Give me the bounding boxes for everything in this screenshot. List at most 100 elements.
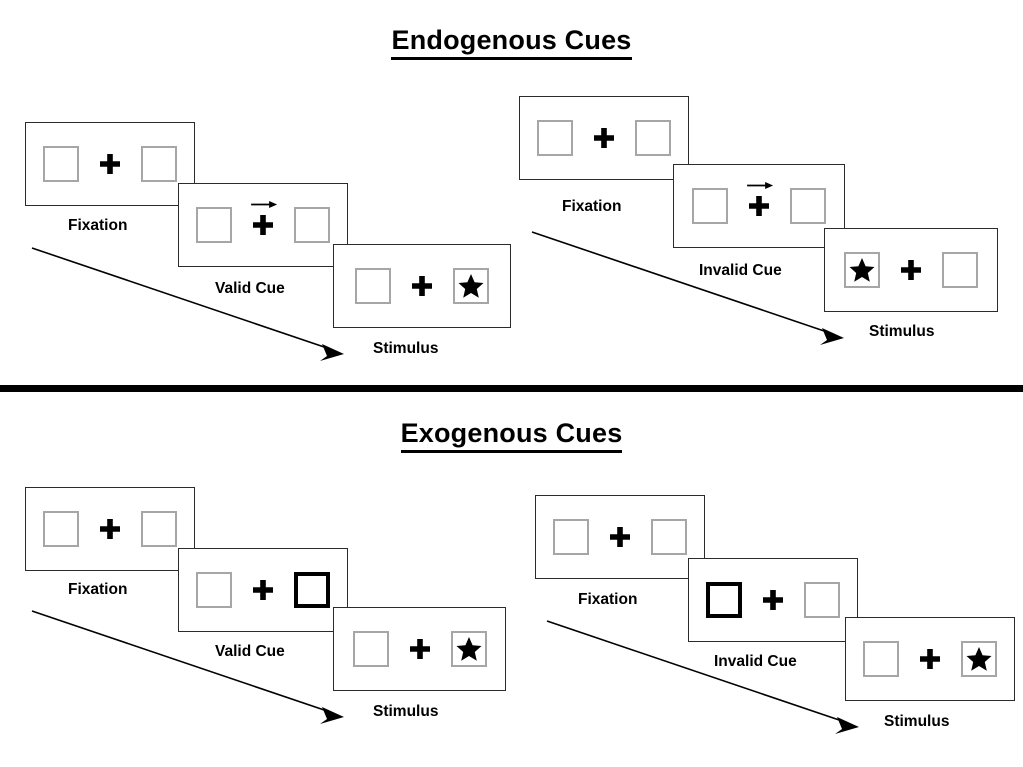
panel-content: [32, 511, 188, 547]
star-icon: [849, 258, 875, 282]
caption-text: Fixation: [68, 581, 128, 598]
center-slot: [891, 259, 931, 281]
fixation-cross-icon: [594, 128, 614, 148]
right-arrow-icon: [251, 201, 278, 208]
caption-endogenous-invalid-stimulus: Stimulus: [869, 323, 934, 341]
panel-endogenous-invalid-stimulus[interactable]: [824, 228, 998, 312]
caption-exogenous-valid-stimulus: Stimulus: [373, 703, 438, 721]
panel-exogenous-invalid-stimulus[interactable]: [845, 617, 1015, 701]
left-box-slot: [185, 572, 243, 608]
center-slot: [753, 589, 793, 611]
caption-text: Stimulus: [373, 703, 439, 720]
star-icon: [458, 274, 484, 298]
panel-exogenous-invalid-fixation[interactable]: [535, 495, 705, 579]
center-slot: [90, 153, 130, 175]
caption-exogenous-invalid-cue: Invalid Cue: [714, 653, 797, 671]
caption-text: Invalid Cue: [714, 653, 797, 670]
panel-exogenous-valid-cue[interactable]: [178, 548, 348, 632]
panel-content: [542, 519, 698, 555]
fixation-cross-icon: [901, 260, 921, 280]
panel-endogenous-valid-stimulus[interactable]: [333, 244, 511, 328]
right-box: [450, 631, 487, 667]
section-title-exogenous: Exogenous Cues: [0, 418, 1023, 453]
left-box: [43, 511, 79, 547]
section-divider: [0, 385, 1023, 392]
caption-endogenous-invalid-cue: Invalid Cue: [699, 262, 782, 280]
panel-endogenous-invalid-fixation[interactable]: [519, 96, 689, 180]
left-box: [537, 120, 573, 156]
right-box-slot: [440, 631, 498, 667]
left-box-slot: [185, 207, 243, 243]
panel-content: [833, 252, 989, 288]
left-box: [355, 268, 391, 304]
center-slot: [584, 127, 624, 149]
panel-exogenous-invalid-cue[interactable]: [688, 558, 858, 642]
left-box-slot: [695, 582, 753, 618]
caption-text: Stimulus: [884, 713, 950, 730]
fixation-cross-icon: [920, 649, 940, 669]
center-slot: [739, 182, 779, 217]
star-icon: [456, 637, 481, 661]
left-box: [43, 146, 79, 182]
right-box: [651, 519, 687, 555]
panel-endogenous-invalid-cue[interactable]: [673, 164, 845, 248]
panel-exogenous-valid-fixation[interactable]: [25, 487, 195, 571]
caption-text: Valid Cue: [215, 643, 285, 660]
right-box-slot: [130, 146, 188, 182]
caption-text: Fixation: [578, 591, 638, 608]
panel-content: [185, 572, 341, 608]
caption-text: Invalid Cue: [699, 262, 782, 279]
left-box-slot: [32, 146, 90, 182]
caption-exogenous-invalid-stimulus: Stimulus: [884, 713, 949, 731]
panel-content: [681, 182, 837, 224]
caption-endogenous-invalid-fixation: Fixation: [562, 198, 621, 216]
right-box-cued: [294, 572, 330, 608]
left-box-slot: [681, 188, 739, 224]
center-slot: [243, 579, 283, 601]
caption-exogenous-valid-cue: Valid Cue: [215, 643, 285, 661]
right-box: [790, 188, 826, 224]
caption-text: Stimulus: [869, 323, 935, 340]
section-title-exogenous-text: Exogenous Cues: [400, 418, 623, 453]
fixation-cross-icon: [610, 527, 630, 547]
fixation-cross-icon: [412, 276, 432, 296]
caption-endogenous-valid-stimulus: Stimulus: [373, 340, 438, 358]
right-box-slot: [283, 207, 341, 243]
right-box: [961, 641, 997, 677]
right-box: [453, 268, 489, 304]
right-box-slot: [640, 519, 698, 555]
left-box-slot: [833, 252, 891, 288]
panel-endogenous-valid-fixation[interactable]: [25, 122, 195, 206]
center-slot: [243, 201, 283, 236]
left-box-slot: [32, 511, 90, 547]
panel-content: [695, 582, 851, 618]
fixation-cross-icon: [749, 196, 769, 216]
panel-exogenous-valid-stimulus[interactable]: [333, 607, 506, 691]
panel-endogenous-valid-cue[interactable]: [178, 183, 348, 267]
panel-content: [526, 120, 682, 156]
center-slot: [90, 518, 130, 540]
left-box: [844, 252, 880, 288]
right-arrow-icon: [747, 182, 774, 189]
center-slot: [600, 526, 640, 548]
center-slot: [910, 648, 950, 670]
fixation-cross-icon: [409, 639, 430, 659]
panel-content: [32, 146, 188, 182]
caption-endogenous-valid-fixation: Fixation: [68, 217, 127, 235]
left-box: [196, 572, 232, 608]
caption-exogenous-invalid-fixation: Fixation: [578, 591, 637, 609]
right-box: [141, 146, 177, 182]
center-slot: [402, 275, 442, 297]
right-box: [635, 120, 671, 156]
left-box-slot: [852, 641, 910, 677]
caption-text: Fixation: [68, 217, 128, 234]
panel-content: [185, 201, 341, 243]
section-title-endogenous: Endogenous Cues: [0, 25, 1023, 60]
fixation-cross-icon: [100, 519, 120, 539]
fixation-cross-icon: [100, 154, 120, 174]
section-title-endogenous-text: Endogenous Cues: [391, 25, 632, 60]
caption-endogenous-valid-cue: Valid Cue: [215, 280, 285, 298]
left-box: [352, 631, 389, 667]
caption-text: Stimulus: [373, 340, 439, 357]
left-box: [196, 207, 232, 243]
